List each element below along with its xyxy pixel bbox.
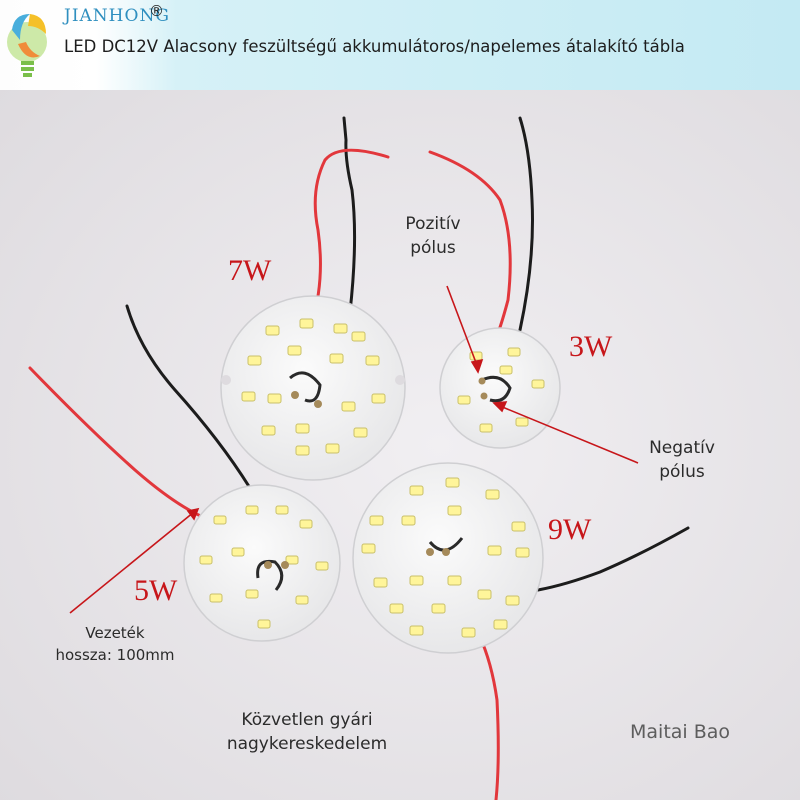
product-title: LED DC12V Alacsony feszültségű akkumulát…	[64, 37, 685, 56]
wholesale-label: Közvetlen gyári nagykereskedelem	[222, 708, 392, 756]
negative-pole-label: Negatív pólus	[636, 436, 728, 484]
brand-name: JIANHONG	[64, 6, 170, 26]
wholesale-line2: nagykereskedelem	[226, 734, 388, 754]
led-board-7w	[220, 295, 406, 481]
led-board-9w	[352, 462, 544, 654]
header-banner: JIANHONG ® LED DC12V Alacsony feszültség…	[0, 0, 800, 90]
positive-pole-line2: pólus	[410, 238, 456, 258]
wattage-label-3w: 3W	[569, 330, 613, 363]
shop-name: Maitai Bao	[630, 721, 731, 743]
wattage-label-9w: 9W	[548, 513, 592, 546]
positive-pole-line1: Pozitív	[405, 214, 461, 234]
wire-length-line1: Vezeték	[85, 624, 145, 642]
positive-pole-label: Pozitív pólus	[388, 212, 478, 260]
wire-length-label: Vezeték hossza: 100mm	[40, 622, 190, 666]
negative-pole-line2: pólus	[659, 462, 705, 482]
led-board-5w	[183, 484, 341, 642]
product-photo	[0, 90, 800, 800]
registered-mark: ®	[149, 2, 164, 20]
negative-pole-line1: Negatív	[649, 438, 715, 458]
lightbulb-logo-icon	[7, 14, 47, 77]
led-board-3w	[439, 327, 561, 449]
annotation-arrows	[69, 285, 639, 614]
wholesale-line1: Közvetlen gyári	[241, 710, 373, 730]
wattage-label-7w: 7W	[228, 254, 272, 287]
wire-length-line2: hossza: 100mm	[55, 646, 175, 664]
wattage-label-5w: 5W	[134, 574, 178, 607]
